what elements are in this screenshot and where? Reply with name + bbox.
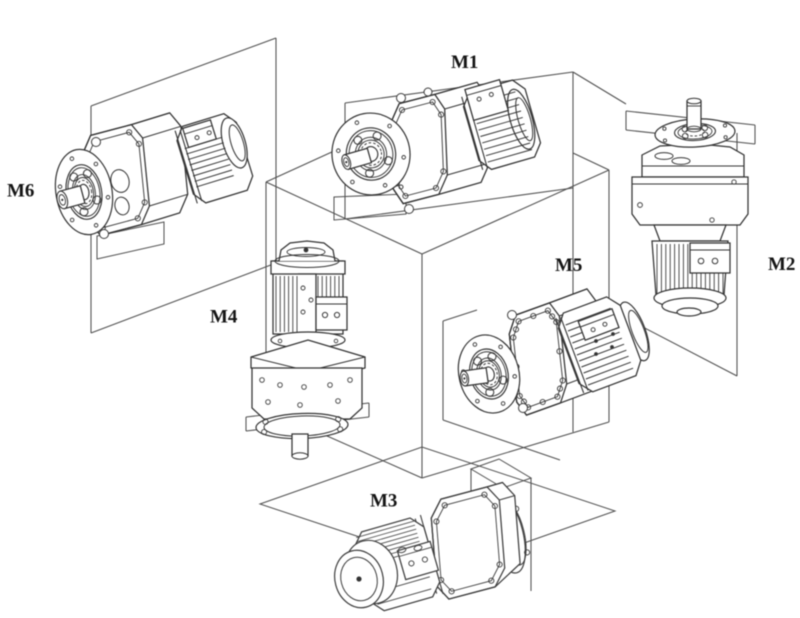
svg-text:M3: M3 bbox=[370, 491, 397, 512]
svg-text:M1: M1 bbox=[451, 52, 478, 73]
svg-text:M4: M4 bbox=[210, 307, 238, 328]
svg-text:M5: M5 bbox=[555, 255, 582, 276]
svg-text:M2: M2 bbox=[768, 254, 795, 275]
svg-text:M6: M6 bbox=[7, 181, 34, 202]
